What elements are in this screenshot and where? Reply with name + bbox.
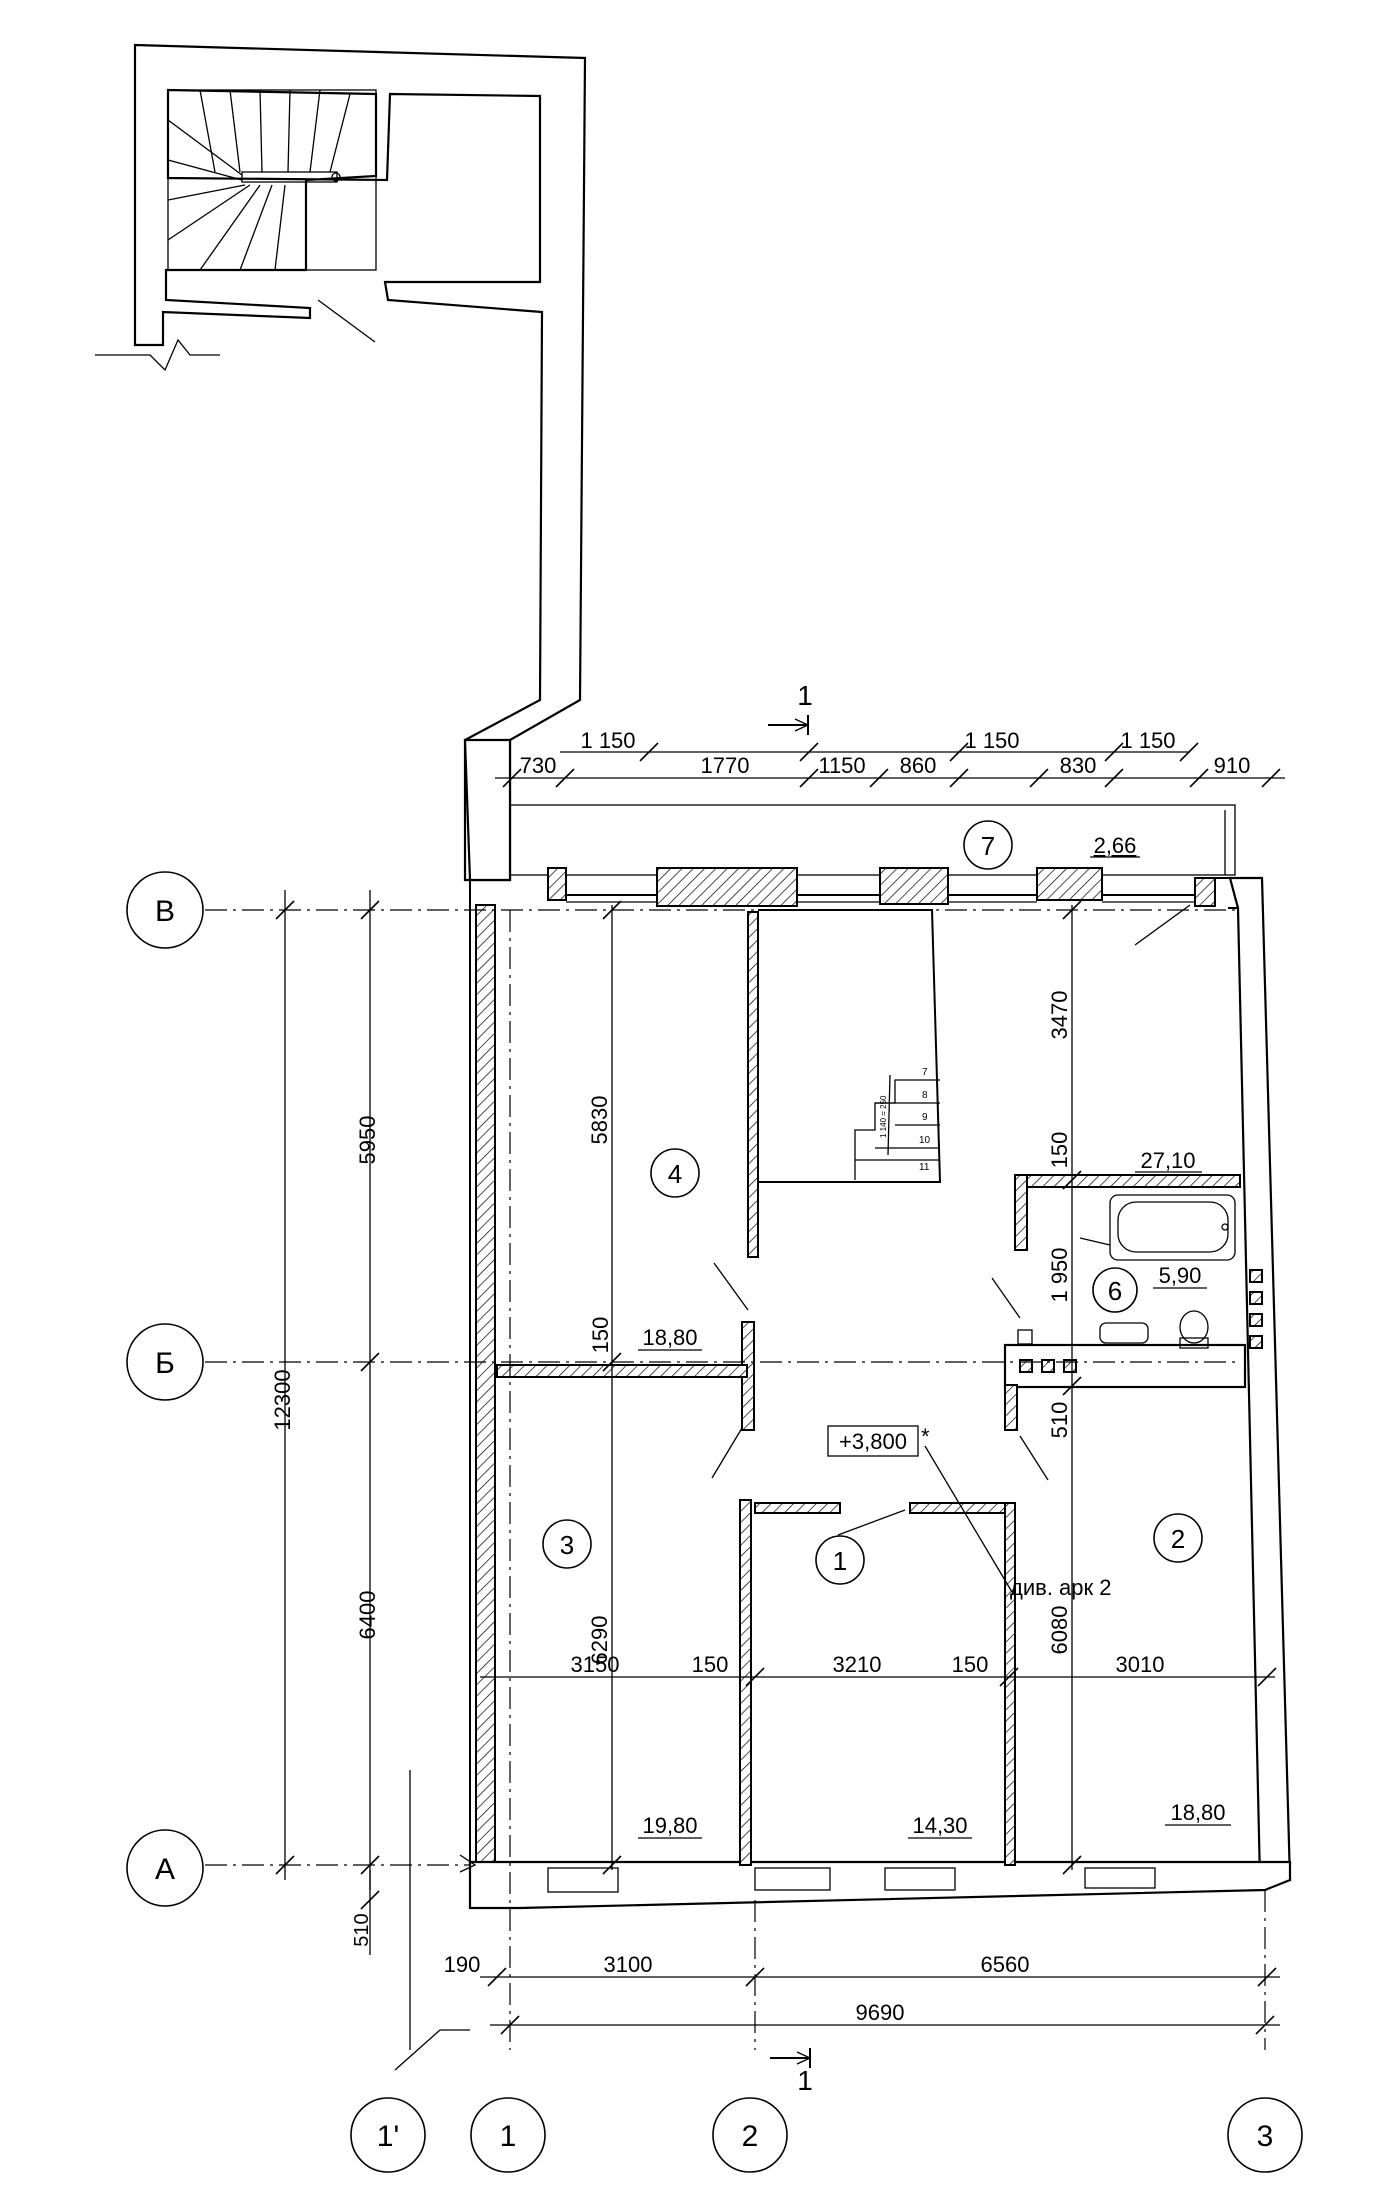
dim-left-total: 12300 <box>270 1369 295 1430</box>
room-number: 3 <box>560 1530 574 1560</box>
room-6: 6 5,90 <box>1092 1263 1207 1313</box>
level-mark: +3,800 * див. арк 2 <box>827 1424 1111 1600</box>
dim-mid-3010: 3010 <box>1116 1652 1165 1677</box>
room-labels: 7 2,66 4 18,80 3 19,80 1 14,30 2 18,80 <box>542 820 1231 1839</box>
axis-marker-col-2: 2 <box>712 2097 788 2173</box>
stairwell-block <box>95 43 587 882</box>
room-number: 7 <box>981 831 995 861</box>
dim-mid-3150: 3150 <box>571 1652 620 1677</box>
internal-stair: 1 140 = 250 7 8 9 10 11 <box>758 909 942 1183</box>
row-axis-markers: В Б А <box>126 871 204 1907</box>
dim-top-860: 860 <box>900 753 937 778</box>
room-3: 3 19,80 <box>542 1519 702 1839</box>
axis-marker-col-1prime: 1' <box>350 2097 426 2173</box>
dim-top-1150-a: 1 150 <box>580 728 635 753</box>
room-area: 14,30 <box>912 1813 967 1838</box>
axis-marker-col-3: 3 <box>1227 2097 1303 2173</box>
dim-top-1150-b: 1 150 <box>964 728 1019 753</box>
dim-150-right: 150 <box>1047 1132 1072 1169</box>
building-walls <box>463 738 1292 1910</box>
dim-bottom-total: 9690 <box>856 2000 905 2025</box>
room-number: 4 <box>668 1159 682 1189</box>
inner-dimensions: 5830 150 6290 3470 150 1 950 510 6080 <box>587 900 1082 1875</box>
level-value: +3,800 <box>839 1429 907 1454</box>
dim-top-910: 910 <box>1214 753 1251 778</box>
dim-mid-150-a: 150 <box>692 1652 729 1677</box>
dim-3470: 3470 <box>1047 991 1072 1040</box>
room-area-extra: 27,10 <box>1140 1148 1195 1173</box>
room-area: 19,80 <box>642 1813 697 1838</box>
dim-top-1150: 1150 <box>818 753 865 778</box>
room-1: 1 14,30 <box>815 1535 972 1839</box>
ventilation-ducts <box>1017 1269 1263 1373</box>
dim-1950: 1 950 <box>1047 1247 1072 1302</box>
dim-bottom-6560: 6560 <box>981 1952 1030 1977</box>
dim-top-830: 830 <box>1060 753 1097 778</box>
room-4: 4 18,80 <box>638 1148 702 1351</box>
dim-6080: 6080 <box>1047 1606 1072 1655</box>
axis-marker-row-b: Б <box>126 1323 204 1401</box>
axis-lines <box>205 909 1266 2071</box>
room-2: 2 18,80 <box>1153 1513 1231 1826</box>
dim-510-right: 510 <box>1047 1402 1072 1439</box>
svg-text:А: А <box>155 1853 175 1886</box>
spiral-stair <box>167 89 377 271</box>
dim-5830: 5830 <box>587 1096 612 1145</box>
svg-text:1: 1 <box>500 2120 517 2153</box>
room-number: 1 <box>833 1546 847 1576</box>
col-axis-markers: 1' 1 2 3 <box>350 2097 1303 2173</box>
dim-bottom-190: 190 <box>444 1952 481 1977</box>
dim-top-1150-c: 1 150 <box>1120 728 1175 753</box>
room-number: 2 <box>1171 1524 1185 1554</box>
stair-label: 1 140 = 250 <box>879 1095 888 1138</box>
room-area: 18,80 <box>642 1325 697 1350</box>
axis-marker-row-a: А <box>126 1829 204 1907</box>
dim-bottom-3100: 3100 <box>604 1952 653 1977</box>
dim-mid-3210: 3210 <box>833 1652 882 1677</box>
dim-6290: 6290 <box>587 1616 612 1665</box>
stair-step-label: 7 <box>922 1067 928 1078</box>
section-mark-bottom: 1 <box>797 2065 813 2096</box>
bottom-dimensions: 190 3100 6560 9690 1 <box>444 1952 1280 2096</box>
dim-left-lower: 6400 <box>355 1591 380 1640</box>
room-area: 5,90 <box>1159 1263 1202 1288</box>
svg-text:2: 2 <box>742 2120 759 2153</box>
dim-left-upper: 5950 <box>355 1116 380 1165</box>
stair-step-label: 11 <box>919 1162 930 1173</box>
room-area: 18,80 <box>1170 1800 1225 1825</box>
left-dimensions: 12300 5950 6400 510 <box>270 890 380 1955</box>
section-mark-top: 1 <box>797 680 813 711</box>
stair-step-label: 10 <box>919 1135 931 1146</box>
top-dimensions: 1 150 1 150 1 150 730 1770 1150 860 830 … <box>495 680 1285 788</box>
dim-mid-150-b: 150 <box>952 1652 989 1677</box>
mid-dimensions: 3150 150 3210 150 3010 <box>480 1652 1277 1687</box>
svg-text:3: 3 <box>1257 2120 1274 2153</box>
svg-text:В: В <box>155 895 175 928</box>
axis-marker-col-1: 1 <box>470 2097 546 2173</box>
stair-step-label: 9 <box>922 1112 928 1123</box>
room-number: 6 <box>1108 1276 1122 1306</box>
axis-marker-row-v: В <box>126 871 204 949</box>
svg-text:1': 1' <box>377 2120 399 2153</box>
stair-step-label: 8 <box>922 1090 928 1101</box>
dim-150-left: 150 <box>588 1317 613 1354</box>
dim-top-1770: 1770 <box>701 753 750 778</box>
dim-left-bottom: 510 <box>351 1913 373 1946</box>
north-wall <box>547 867 1240 909</box>
note-sheet-ref: див. арк 2 <box>1010 1575 1111 1600</box>
svg-text:Б: Б <box>155 1347 175 1380</box>
interior-partitions <box>496 904 1263 1866</box>
room-area: 2,66 <box>1094 833 1137 858</box>
room-7: 7 2,66 <box>963 820 1140 870</box>
level-star: * <box>921 1424 930 1449</box>
dim-top-730: 730 <box>520 753 557 778</box>
